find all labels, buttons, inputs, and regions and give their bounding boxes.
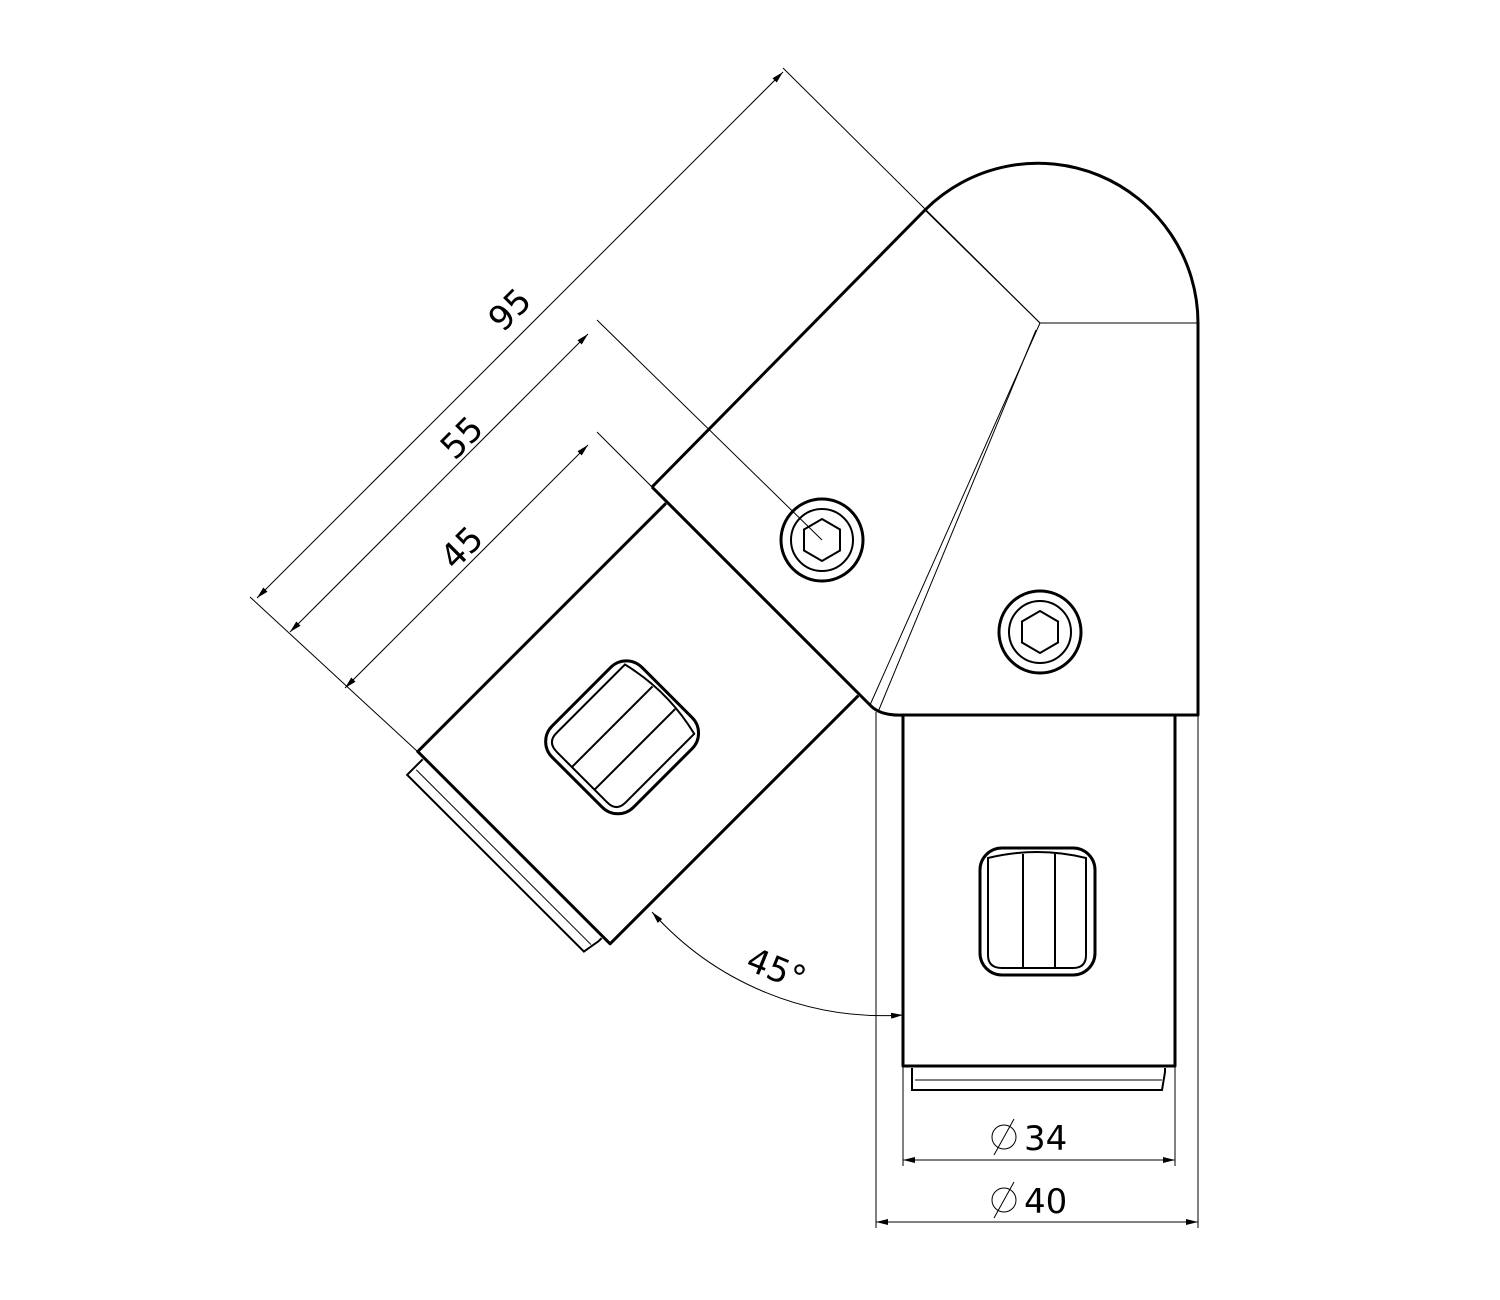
length-dimensions: 95 55 45 [249, 67, 1041, 753]
dimension-55-label: 55 [433, 409, 492, 468]
angle-dimension: 45° [651, 911, 904, 1019]
vertical-tube [901, 713, 1177, 1092]
dimension-45-label: 45 [433, 519, 492, 578]
hex-bolt-icon [997, 589, 1083, 675]
diameter-dimensions: 34 40 [875, 712, 1199, 1228]
dimension-95-label: 95 [481, 281, 540, 340]
diameter-icon [991, 1118, 1017, 1219]
connector-body [650, 161, 1200, 717]
diameter-34-label: 34 [1024, 1119, 1067, 1159]
angled-tube [399, 501, 860, 963]
angle-45-label: 45° [741, 940, 812, 1000]
diameter-40-label: 40 [1024, 1182, 1067, 1222]
